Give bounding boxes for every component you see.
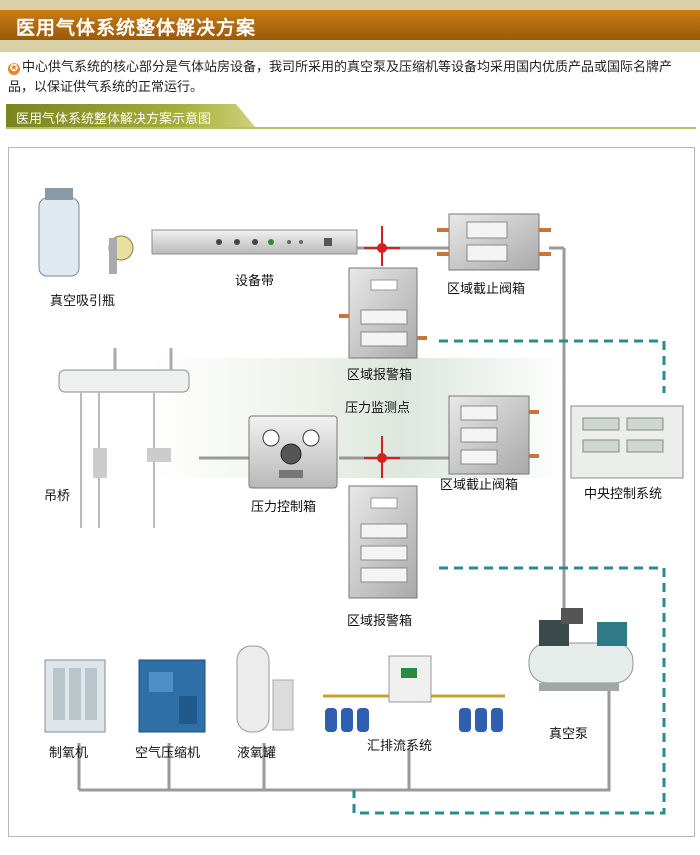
label-pressure-point: 压力监测点 [345,401,411,416]
label-air-compressor: 空气压缩机 [135,746,201,761]
label-central-control: 中央控制系统 [584,487,663,502]
diagram-frame: 真空吸引瓶 设备带 区域截止阀箱 区域报警箱 压力监测点 吊桥 压力控制箱 区域… [8,147,695,837]
air-compressor-icon [138,659,206,733]
liquid-oxygen-tank-icon [236,645,294,733]
header-bar [0,10,700,40]
vacuum-pump-icon [528,608,634,691]
section-title: 医用气体系统整体解决方案示意图 [16,112,212,127]
section-header: 医用气体系统整体解决方案示意图 [6,104,256,128]
label-area-valve-2: 区域截止阀箱 [440,478,519,493]
label-vacuum-pump: 真空泵 [549,727,589,742]
central-control-icon [570,405,684,479]
equipment-belt-icon [151,229,358,255]
label-area-alarm-1: 区域报警箱 [347,368,413,383]
label-liquid-oxygen: 液氧罐 [237,746,277,761]
area-valve-box-1-icon [437,213,551,271]
label-area-alarm-2: 区域报警箱 [347,614,413,629]
page-title: 医用气体系统整体解决方案 [16,17,257,39]
intro-text: 中心供气系统的核心部分是气体站房设备，我司所采用的真空泵及压缩机等设备均采用国内… [8,60,673,95]
label-pressure-box: 压力控制箱 [251,500,317,515]
pressure-control-box-icon [248,415,338,489]
page-header: 医用气体系统整体解决方案 [0,0,700,52]
label-oxygen-maker: 制氧机 [49,746,89,761]
section-divider [6,127,696,129]
area-alarm-box-2-icon [348,485,418,599]
label-manifold: 汇排流系统 [367,739,433,754]
area-valve-box-2-icon [448,395,539,475]
bullet-icon: ✪ [8,63,20,75]
pendant-bridge-icon [58,348,190,528]
label-area-valve-1: 区域截止阀箱 [447,282,526,297]
signal-lines [352,339,666,815]
pressure-monitor-points [364,226,400,478]
label-pendant: 吊桥 [44,489,71,504]
vacuum-bottle-icon [38,188,134,277]
label-equipment-belt: 设备带 [235,274,275,289]
label-vacuum-bottle: 真空吸引瓶 [50,294,116,309]
manifold-icon [323,655,505,732]
area-alarm-box-1-icon [339,267,427,359]
oxygen-generator-icon [44,659,106,733]
intro-paragraph: ✪中心供气系统的核心部分是气体站房设备，我司所采用的真空泵及压缩机等设备均采用国… [8,58,696,98]
diagram-canvas [38,188,684,815]
